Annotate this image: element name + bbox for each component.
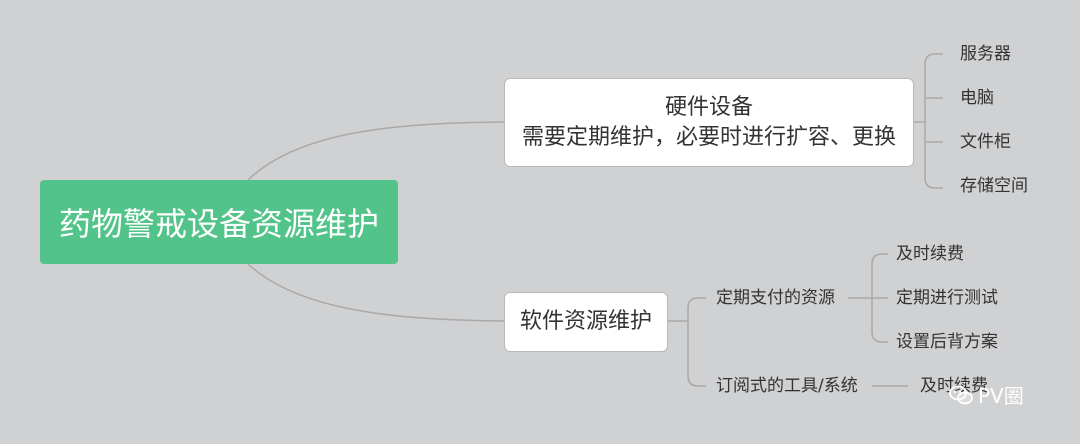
watermark-text: PV圈 xyxy=(978,384,1024,408)
paid-item-backup[interactable]: 设置后背方案 xyxy=(896,332,998,352)
hardware-node[interactable]: 硬件设备 需要定期维护，必要时进行扩容、更换 xyxy=(504,78,914,167)
hardware-title: 硬件设备 xyxy=(664,94,753,120)
bracket-hardware xyxy=(912,53,936,189)
bracket-software xyxy=(666,297,706,387)
bracket-paid xyxy=(848,253,888,343)
paid-item-renew[interactable]: 及时续费 xyxy=(896,244,964,264)
hardware-item-cabinet[interactable]: 文件柜 xyxy=(960,132,1011,152)
software-subscription-node[interactable]: 订阅式的工具/系统 xyxy=(716,376,858,396)
link-root-hardware xyxy=(247,121,505,181)
hardware-subtitle: 需要定期维护，必要时进行扩容、更换 xyxy=(521,124,896,150)
root-node[interactable]: 药物警戒设备资源维护 xyxy=(40,180,398,264)
hardware-item-storage[interactable]: 存储空间 xyxy=(960,176,1028,196)
hardware-item-computer[interactable]: 电脑 xyxy=(960,88,994,108)
software-title: 软件资源维护 xyxy=(519,309,652,334)
software-node[interactable]: 软件资源维护 xyxy=(504,292,668,352)
chat-bubble-icon xyxy=(949,385,973,404)
paid-item-test[interactable]: 定期进行测试 xyxy=(896,288,998,308)
root-label: 药物警戒设备资源维护 xyxy=(58,205,379,243)
hardware-item-server[interactable]: 服务器 xyxy=(960,44,1011,64)
software-paid-node[interactable]: 定期支付的资源 xyxy=(716,288,835,308)
link-root-software xyxy=(247,263,505,322)
watermark: PV圈 xyxy=(948,380,1024,409)
